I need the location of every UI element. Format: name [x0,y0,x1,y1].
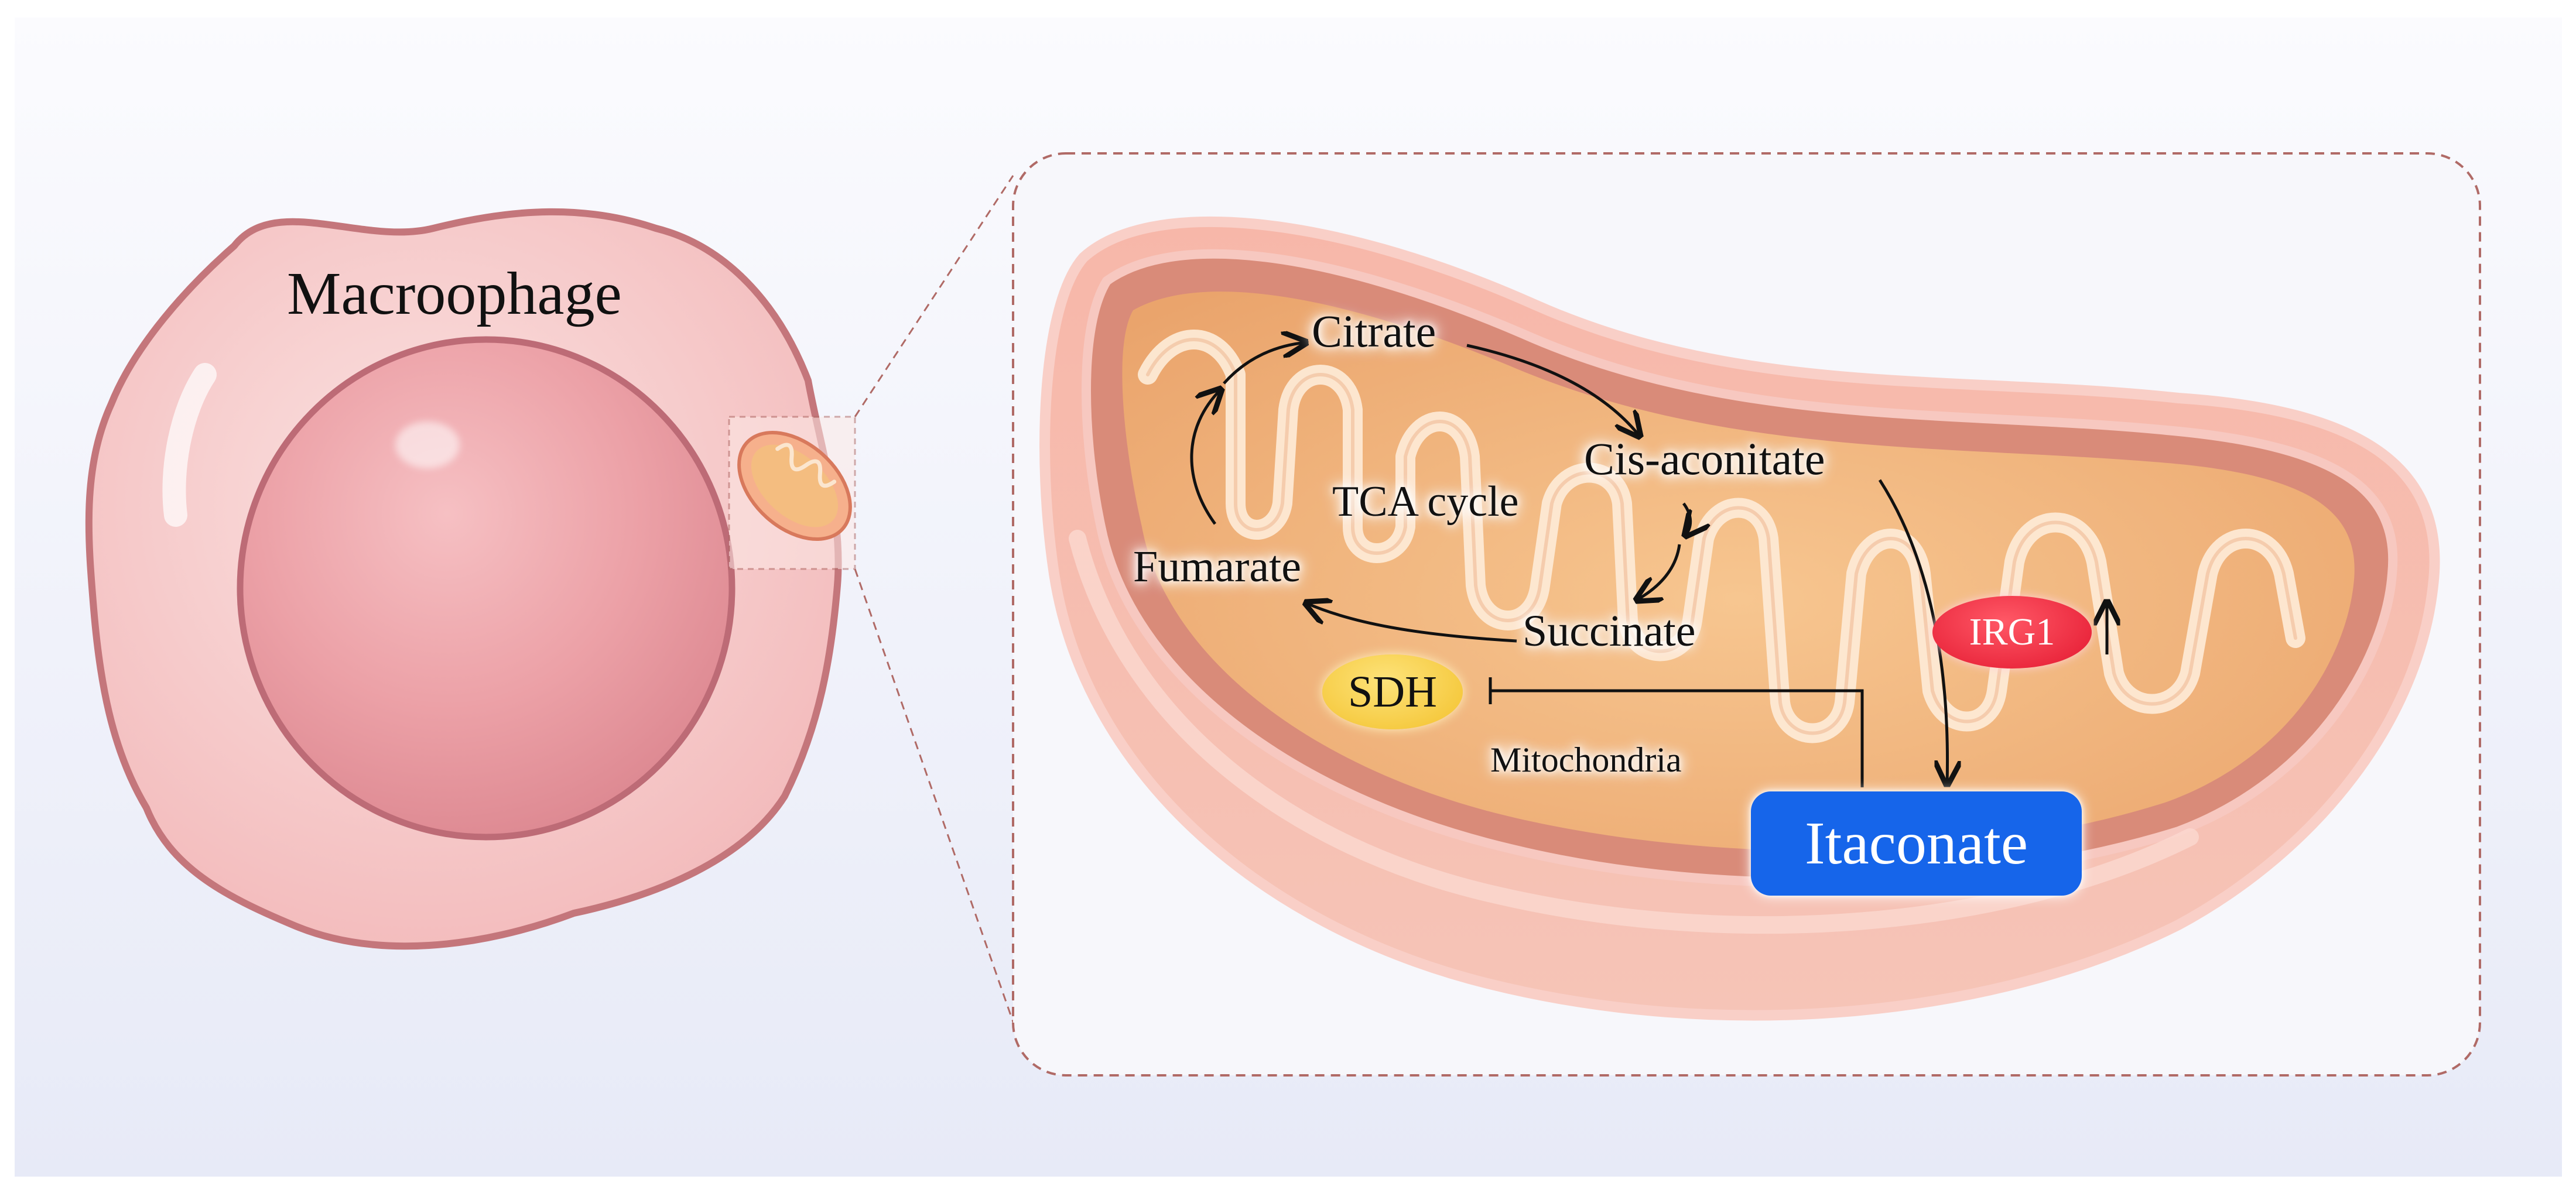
mitochondria-label: Mitochondria [1490,741,1682,779]
macrophage-cell [85,208,842,950]
inhibition-itaconate-to-sdh [1490,689,1864,787]
arrow-succinate-to-fumarate [1306,603,1517,643]
zoom-connector-top [854,175,1014,417]
arrow-fumarate-to-citrate [1190,389,1221,525]
macrophage-label: Macroophage [287,260,622,327]
arrow-cis-aconitate-to-itaconate [1878,479,1948,784]
cristae [1138,330,2305,743]
citrate-label: Citrate [1312,306,1436,356]
arrow-citrate-to-cis-aconitate [1466,344,1640,436]
zoom-connector-bottom [854,568,1017,1031]
itaconate-product-box: Itaconate [1751,791,2082,896]
arrow-cis-aconitate-down-1 [1684,502,1691,536]
cis-aconitate-label: Cis-aconitate [1584,433,1825,484]
tca-cycle-label: TCA cycle [1332,478,1519,526]
nucleus-highlight [395,421,460,468]
arrow-cis-aconitate-down-2 [1637,544,1681,600]
mitochondrion-thumbnail [728,416,856,570]
irg1-enzyme-badge: IRG1 [1932,596,2092,669]
cristae-edge [1146,338,2297,735]
outer-rim-highlight [1069,530,2199,934]
nucleus [237,336,735,841]
fumarate-label: Fumarate [1133,542,1302,591]
sdh-enzyme-badge: SDH [1322,654,1463,729]
pathway-arrows [1190,342,2107,787]
succinate-label: Succinate [1523,606,1696,656]
cell-highlight [162,363,217,527]
arrow-to-citrate [1223,342,1306,385]
